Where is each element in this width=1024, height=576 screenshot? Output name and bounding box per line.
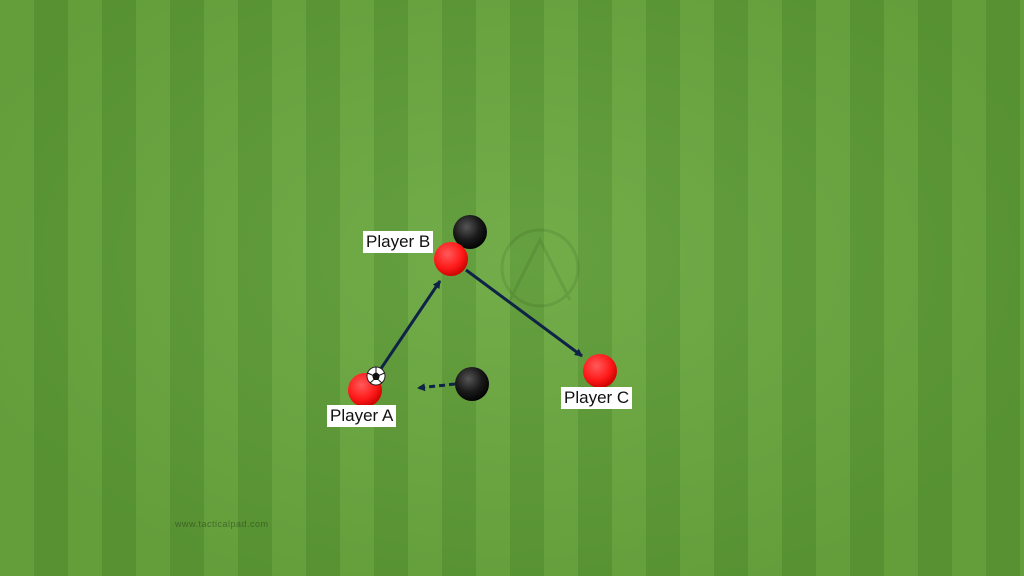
player-label-c: Player C <box>561 387 633 409</box>
player-b-marker[interactable] <box>434 242 468 276</box>
run-arrow-defender <box>417 382 456 392</box>
opponent-marker[interactable] <box>453 215 487 249</box>
watermark-text: www.tacticalpad.com <box>175 519 269 529</box>
player-label-b: Player B <box>363 231 434 253</box>
ball-icon[interactable] <box>366 366 386 386</box>
pass-arrow-b-to-c <box>465 268 583 358</box>
player-c-marker[interactable] <box>583 354 617 388</box>
opponent-marker[interactable] <box>455 367 489 401</box>
pass-arrow-a-to-b <box>378 280 442 371</box>
watermark-logo <box>500 228 580 308</box>
player-label-a: Player A <box>327 405 397 427</box>
